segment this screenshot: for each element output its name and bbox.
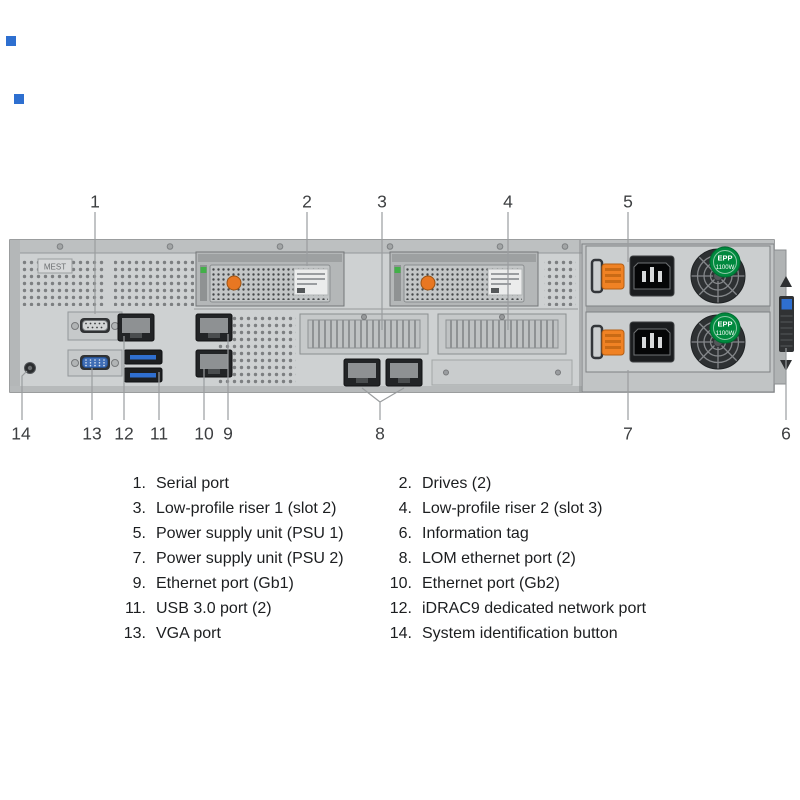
callout-leader-lines bbox=[21, 212, 787, 420]
serial-port bbox=[67, 311, 123, 341]
legend-item-8: 8. LOM ethernet port (2) bbox=[384, 546, 646, 571]
legend-num: 10. bbox=[389, 574, 412, 592]
callout-1: 1 bbox=[90, 191, 100, 212]
vga-port bbox=[67, 349, 123, 377]
legend-label: VGA port bbox=[156, 624, 221, 642]
riser-2-slot-3 bbox=[437, 313, 567, 355]
legend-num: 12. bbox=[389, 599, 412, 617]
legend-num: 6. bbox=[398, 524, 412, 542]
callout-4: 4 bbox=[503, 191, 513, 212]
information-tag bbox=[773, 249, 794, 385]
legend-item-14: 14. System identification button bbox=[384, 621, 646, 646]
legend-label: Low-profile riser 1 (slot 2) bbox=[156, 499, 337, 517]
legend-label: Serial port bbox=[156, 474, 229, 492]
legend-item-3: 3. Low-profile riser 1 (slot 2) bbox=[118, 496, 344, 521]
callout-14: 14 bbox=[11, 423, 31, 444]
legend-item-12: 12. iDRAC9 dedicated network port bbox=[384, 596, 646, 621]
legend-item-5: 5. Power supply unit (PSU 1) bbox=[118, 521, 344, 546]
legend-label: Ethernet port (Gb1) bbox=[156, 574, 294, 592]
chassis-etch-text: MEST bbox=[44, 263, 66, 272]
callout-2: 2 bbox=[302, 191, 312, 212]
usb3-ports bbox=[123, 349, 163, 383]
legend-item-10: 10. Ethernet port (Gb2) bbox=[384, 571, 646, 596]
callout-5: 5 bbox=[623, 191, 633, 212]
legend-num: 5. bbox=[132, 524, 146, 542]
legend-item-2: 2. Drives (2) bbox=[384, 471, 646, 496]
callout-10: 10 bbox=[194, 423, 214, 444]
drive-bay-1 bbox=[195, 251, 345, 307]
legend-num: 2. bbox=[398, 474, 412, 492]
callout-7: 7 bbox=[623, 423, 633, 444]
psu-1 bbox=[584, 244, 772, 308]
information-tag-blue-pull bbox=[781, 299, 792, 310]
legend-label: Drives (2) bbox=[422, 474, 492, 492]
callout-3: 3 bbox=[377, 191, 387, 212]
legend-label: System identification button bbox=[422, 624, 618, 642]
legend-item-1: 1. Serial port bbox=[118, 471, 344, 496]
callout-12: 12 bbox=[114, 423, 134, 444]
callout-6: 6 bbox=[781, 423, 791, 444]
callout-13: 13 bbox=[82, 423, 102, 444]
chassis-etch-label: MEST bbox=[37, 258, 73, 274]
legend-num: 4. bbox=[398, 499, 412, 517]
legend-column-right: 2. Drives (2) 4. Low-profile riser 2 (slot… bbox=[384, 471, 646, 646]
filler-plate bbox=[431, 359, 573, 386]
legend-num: 3. bbox=[132, 499, 146, 517]
legend-num: 11. bbox=[124, 599, 146, 617]
legend-item-13: 13. VGA port bbox=[118, 621, 344, 646]
callout-8: 8 bbox=[375, 423, 385, 444]
legend-label: LOM ethernet port (2) bbox=[422, 549, 576, 567]
legend-label: Information tag bbox=[422, 524, 529, 542]
legend-item-6: 6. Information tag bbox=[384, 521, 646, 546]
blue-square-mark-1 bbox=[6, 36, 16, 46]
legend-num: 7. bbox=[132, 549, 146, 567]
ethernet-port-gb2 bbox=[195, 349, 233, 378]
legend-num: 8. bbox=[398, 549, 412, 567]
legend-label: Ethernet port (Gb2) bbox=[422, 574, 560, 592]
legend-label: Power supply unit (PSU 2) bbox=[156, 549, 344, 567]
legend-num: 14. bbox=[389, 624, 412, 642]
server-rear-illustration: EPP 1100W bbox=[6, 36, 794, 420]
system-id-button bbox=[24, 362, 36, 374]
legend-column-left: 1. Serial port 3. Low-profile riser 1 (slo… bbox=[118, 471, 344, 646]
legend-num: 9. bbox=[132, 574, 146, 592]
legend-item-9: 9. Ethernet port (Gb1) bbox=[118, 571, 344, 596]
callout-11: 11 bbox=[149, 423, 169, 444]
legend-num: 13. bbox=[123, 624, 146, 642]
legend-item-11: 11. USB 3.0 port (2) bbox=[118, 596, 344, 621]
chassis-screws bbox=[56, 243, 569, 250]
psu-2 bbox=[584, 310, 772, 374]
riser-1-slot-2 bbox=[299, 313, 429, 355]
blue-square-mark-2 bbox=[14, 94, 24, 104]
legend-label: Power supply unit (PSU 1) bbox=[156, 524, 344, 542]
legend-label: Low-profile riser 2 (slot 3) bbox=[422, 499, 603, 517]
legend-label: USB 3.0 port (2) bbox=[156, 599, 272, 617]
callout-9: 9 bbox=[223, 423, 233, 444]
legend-item-4: 4. Low-profile riser 2 (slot 3) bbox=[384, 496, 646, 521]
ethernet-port-gb1 bbox=[195, 313, 233, 342]
legend-item-7: 7. Power supply unit (PSU 2) bbox=[118, 546, 344, 571]
legend-num: 1. bbox=[132, 474, 146, 492]
legend-label: iDRAC9 dedicated network port bbox=[422, 599, 647, 617]
drive-bay-2 bbox=[389, 251, 539, 307]
